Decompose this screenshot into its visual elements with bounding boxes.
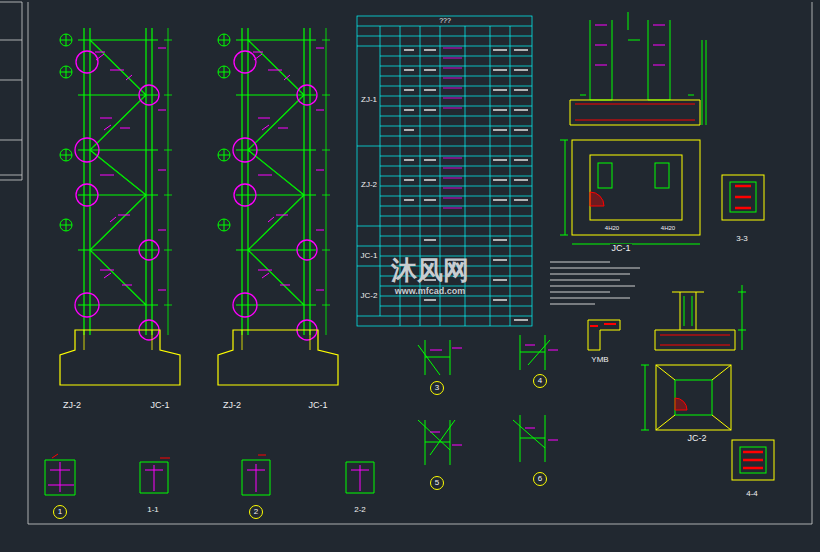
view-name: JC-2	[686, 434, 707, 444]
watermark: www.mfcad.com	[394, 287, 467, 297]
view-name: YMB	[590, 356, 609, 365]
frame-name: ZJ-2	[222, 401, 242, 411]
rebar-note: 4H20	[604, 225, 620, 232]
callout-circle: 1	[53, 505, 67, 519]
callout-circle: 6	[533, 472, 547, 486]
footing-name: JC-1	[149, 401, 170, 411]
callout-circle: 4	[533, 374, 547, 388]
table-header: ???	[438, 17, 452, 25]
callout-circle: 2	[249, 505, 263, 519]
callout-number: 6	[538, 475, 542, 483]
callout-number: 2	[254, 508, 258, 516]
table-cell: JC-1	[360, 252, 379, 261]
section-name: 1-1	[146, 506, 160, 515]
section-name: 4-4	[745, 490, 759, 499]
callout-number: 5	[435, 479, 439, 487]
section-name: 3-3	[735, 235, 749, 244]
footing-name: JC-1	[307, 401, 328, 411]
table-cell: ZJ-2	[360, 181, 378, 190]
rebar-note: 4H20	[660, 225, 676, 232]
frame-name: ZJ-2	[62, 401, 82, 411]
section-name: 2-2	[353, 506, 367, 515]
table-cell: JC-2	[360, 292, 379, 301]
callout-circle: 3	[430, 381, 444, 395]
watermark: 沐风网	[390, 256, 470, 285]
callout-number: 1	[58, 508, 62, 516]
table-cell: ZJ-1	[360, 96, 378, 105]
view-name: JC-1	[610, 244, 631, 254]
callout-number: 4	[538, 377, 542, 385]
callout-circle: 5	[430, 476, 444, 490]
callout-number: 3	[435, 384, 439, 392]
